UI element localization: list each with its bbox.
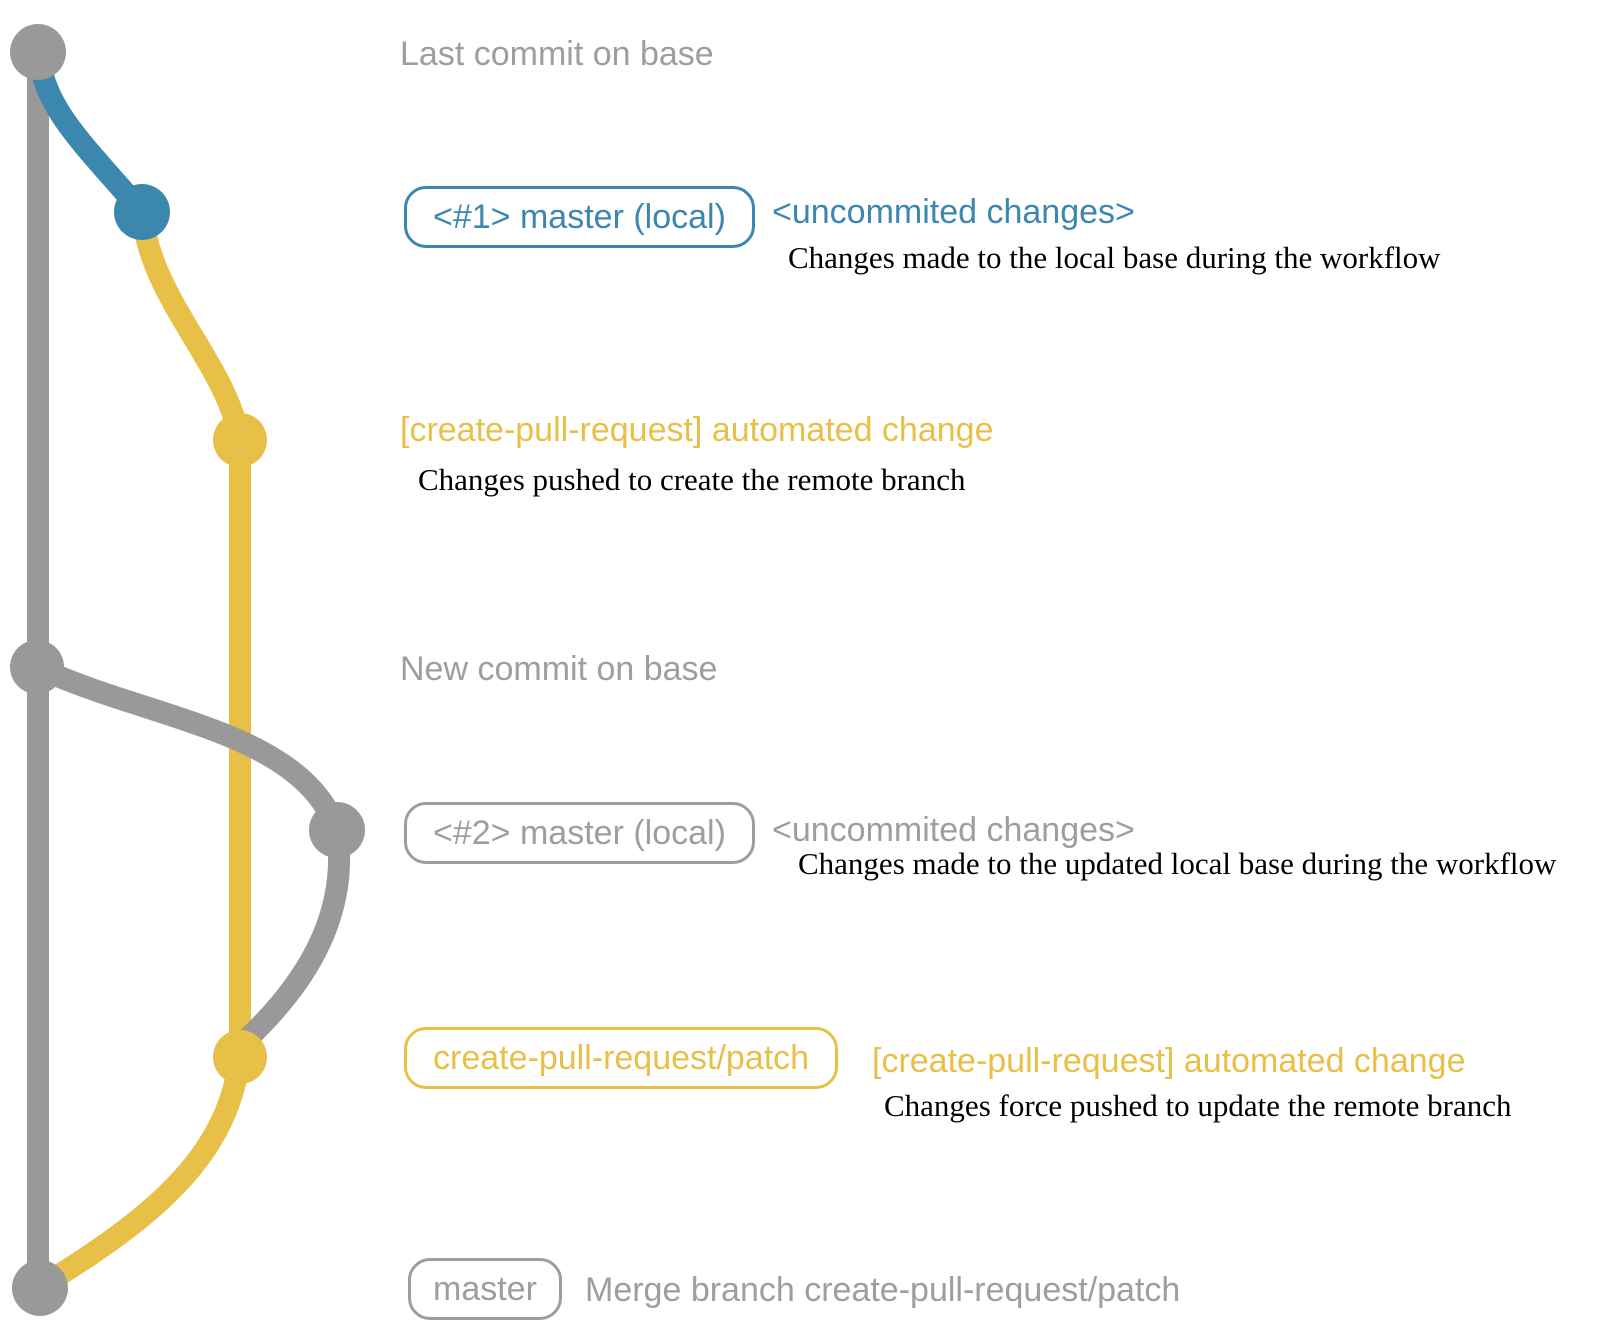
uncommitted-changes-1-description: Changes made to the local base during th… bbox=[788, 240, 1441, 275]
commit-node-patch-2 bbox=[213, 1030, 267, 1084]
merge-label: Merge branch create-pull-request/patch bbox=[585, 1271, 1181, 1309]
uncommitted-changes-1-label: <uncommited changes> bbox=[772, 193, 1135, 231]
commit-node-last-base bbox=[10, 24, 66, 80]
last-commit-label: Last commit on base bbox=[400, 35, 714, 73]
automated-change-2-description: Changes force pushed to update the remot… bbox=[884, 1088, 1512, 1123]
commit-node-new-base bbox=[10, 640, 64, 694]
commit-node-local-2 bbox=[309, 802, 365, 858]
automated-change-1-heading: [create-pull-request] automated change bbox=[400, 411, 994, 449]
patch-branch-badge: create-pull-request/patch bbox=[404, 1027, 839, 1089]
commit-node-patch-1 bbox=[213, 413, 267, 467]
merge-curve bbox=[37, 1046, 251, 1293]
master-local-1-badge: <#1> master (local) bbox=[404, 186, 755, 248]
master-badge: master bbox=[408, 1258, 562, 1320]
patch-branch-curve-1 bbox=[131, 201, 251, 451]
local-changes-curve-1 bbox=[27, 41, 153, 223]
commit-node-local-1 bbox=[114, 184, 170, 240]
commit-node-merge bbox=[12, 1260, 68, 1316]
master-local-2-badge: <#2> master (local) bbox=[404, 802, 755, 864]
commit-graph bbox=[10, 24, 365, 1316]
rebase-curve bbox=[232, 819, 351, 1054]
automated-change-2-heading: [create-pull-request] automated change bbox=[872, 1042, 1466, 1080]
automated-change-1-description: Changes pushed to create the remote bran… bbox=[418, 462, 966, 497]
new-commit-label: New commit on base bbox=[400, 650, 718, 688]
local-changes-curve-2 bbox=[26, 656, 348, 841]
uncommitted-changes-2-description: Changes made to the updated local base d… bbox=[798, 846, 1557, 881]
uncommitted-changes-2-label: <uncommited changes> bbox=[772, 811, 1135, 849]
